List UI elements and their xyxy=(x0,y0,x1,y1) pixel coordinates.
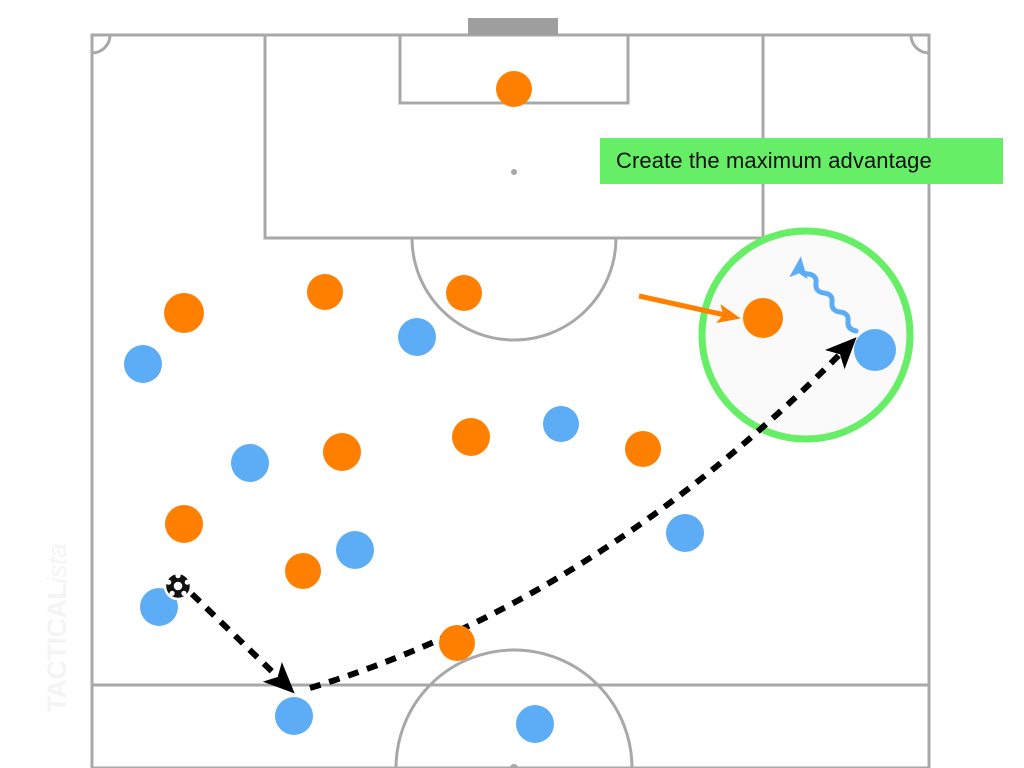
player-marker-orange-5[interactable] xyxy=(743,298,783,338)
player-marker-orange-10[interactable] xyxy=(285,553,321,589)
player-marker-blue-10[interactable] xyxy=(516,705,554,743)
player-marker-blue-7[interactable] xyxy=(336,531,374,569)
center-spot xyxy=(510,764,518,768)
ball-panel-ne xyxy=(184,579,190,585)
center-circle xyxy=(394,648,634,768)
player-marker-orange-1[interactable] xyxy=(496,71,532,107)
ball-panel-center xyxy=(173,581,183,591)
player-marker-orange-6[interactable] xyxy=(452,418,490,456)
ball-panel-n xyxy=(175,573,181,579)
annotation-text: Create the maximum advantage xyxy=(616,148,932,173)
penalty-area xyxy=(263,33,765,240)
player-marker-orange-11[interactable] xyxy=(439,625,475,661)
player-marker-blue-9[interactable] xyxy=(275,697,313,735)
player-markers xyxy=(124,71,896,743)
player-marker-blue-4[interactable] xyxy=(543,406,579,442)
player-marker-blue-3[interactable] xyxy=(854,329,896,371)
ball-panel-sw xyxy=(169,590,175,596)
player-marker-blue-8[interactable] xyxy=(140,588,178,626)
movement-arrows xyxy=(189,256,859,694)
player-marker-orange-4[interactable] xyxy=(164,293,204,333)
dribble-run-wavy-arrow[interactable] xyxy=(789,256,859,334)
corner-arc-top-right xyxy=(909,34,930,55)
corner-arc-top-left xyxy=(91,34,112,55)
player-marker-blue-6[interactable] xyxy=(666,514,704,552)
player-marker-orange-9[interactable] xyxy=(165,505,203,543)
player-marker-orange-7[interactable] xyxy=(323,433,361,471)
pitch-marks-filled xyxy=(468,18,558,768)
ball-panel-se xyxy=(181,590,187,596)
highlight-zone[interactable] xyxy=(698,227,914,443)
player-marker-blue-1[interactable] xyxy=(398,318,436,356)
player-marker-orange-8[interactable] xyxy=(625,431,661,467)
penalty-spot xyxy=(511,169,517,175)
goal xyxy=(468,18,558,35)
penalty-arc xyxy=(410,238,618,342)
player-marker-blue-5[interactable] xyxy=(231,444,269,482)
ball-panel-nw xyxy=(166,579,172,585)
player-marker-orange-2[interactable] xyxy=(307,274,343,310)
ball-icon[interactable] xyxy=(163,571,193,601)
pass-arrow-2[interactable] xyxy=(309,337,857,691)
press-run-arrow[interactable] xyxy=(638,293,741,323)
player-marker-blue-2[interactable] xyxy=(124,345,162,383)
annotation-banner[interactable]: Create the maximum advantage xyxy=(600,138,1003,184)
player-marker-orange-3[interactable] xyxy=(446,275,482,311)
pass-arrow-1[interactable] xyxy=(189,591,295,694)
highlight-zone-circle[interactable] xyxy=(698,227,914,443)
